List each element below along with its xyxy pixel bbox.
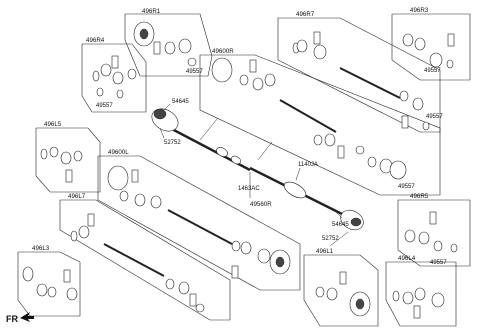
callout-49557-r1: 49557	[186, 69, 203, 75]
label-49560R: 49560R	[250, 201, 272, 208]
group-box-496L5	[35, 127, 101, 193]
parts-496R3	[402, 33, 455, 69]
callout-52752-bottom: 52752	[322, 236, 339, 242]
label-496L1: 496L1	[316, 248, 334, 255]
divider-line	[257, 141, 273, 161]
drive-shaft-center-49560R	[249, 166, 364, 231]
label-496L4: 496L4	[398, 255, 416, 262]
parts-49600R	[211, 57, 407, 180]
callout-49557-r7: 49557	[426, 114, 443, 120]
group-box-49600R	[199, 54, 441, 196]
label-496R4: 496R4	[86, 37, 105, 44]
divider-line	[199, 117, 219, 141]
callout-1140JA: 1140JA	[298, 162, 318, 168]
label-496L5: 496L5	[44, 121, 62, 128]
callout-52752-top: 52752	[164, 140, 181, 146]
callout-54645-top: 54645	[172, 99, 189, 105]
parts-49600L	[107, 165, 291, 279]
group-box-496R1	[124, 13, 213, 77]
group-box-496L1	[303, 254, 379, 327]
group-box-496L7	[59, 199, 231, 321]
drive-shaft-right-49600R	[151, 108, 251, 172]
label-496R7: 496R7	[296, 11, 315, 18]
parts-496R7	[292, 31, 430, 131]
callout-49557-r5: 49557	[430, 260, 447, 266]
parts-496L3	[22, 266, 78, 301]
group-box-49600L	[97, 155, 301, 291]
parts-496R5	[404, 211, 458, 253]
label-496L7: 496L7	[68, 193, 86, 200]
group-box-496R7	[277, 17, 441, 133]
direction-label: FR	[6, 314, 18, 324]
hub-496R1	[133, 21, 197, 67]
parts-496L1	[315, 271, 371, 317]
direction-arrow-icon	[20, 312, 34, 322]
group-box-496R4	[81, 43, 147, 113]
parts-496L7	[70, 213, 205, 313]
label-496R3: 496R3	[410, 7, 429, 14]
group-box-496R5	[397, 199, 471, 267]
group-box-496L4	[385, 261, 457, 327]
group-box-496R3	[391, 13, 471, 81]
parts-496L5	[40, 146, 83, 183]
group-box-496L3	[17, 251, 81, 317]
label-496R5: 496R5	[410, 193, 429, 200]
parts-496R4	[92, 55, 137, 99]
callout-49557-600r: 49557	[398, 184, 415, 190]
label-496R1: 496R1	[142, 8, 161, 15]
label-49600L: 49600L	[108, 149, 129, 156]
callout-49557-r3: 49557	[424, 68, 441, 74]
parts-496L4	[392, 287, 445, 319]
callout-1463AC: 1463AC	[238, 186, 260, 192]
callout-54645-bottom: 54645	[332, 222, 349, 228]
label-496L3: 496L3	[32, 245, 50, 252]
callout-49557-r4: 49557	[96, 103, 113, 109]
label-49600R: 49600R	[212, 48, 234, 55]
